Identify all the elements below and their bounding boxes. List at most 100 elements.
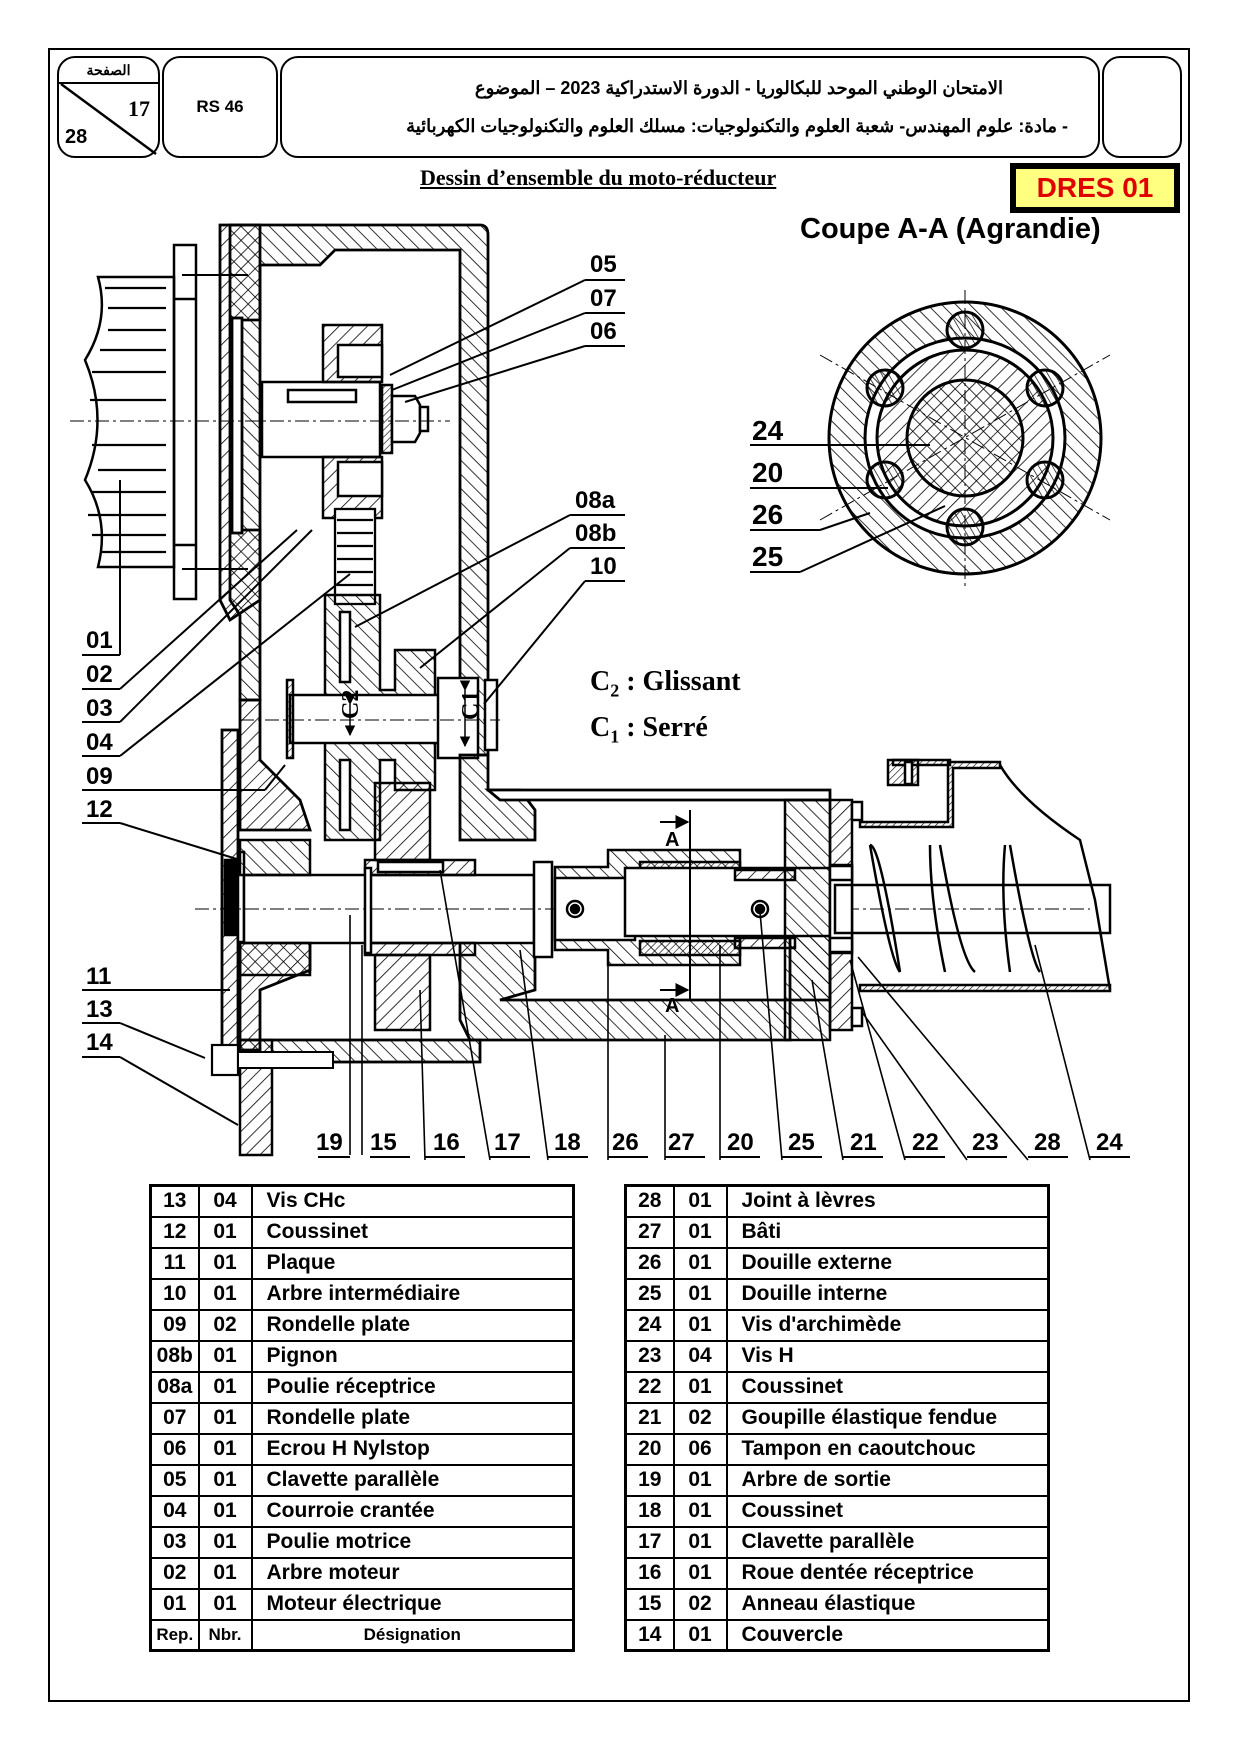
part-designation: Pignon <box>250 1339 575 1373</box>
page-total: 28 <box>65 126 88 148</box>
label-17: 17 <box>494 1129 521 1156</box>
label-15: 15 <box>370 1129 397 1156</box>
section-view-title: Coupe A-A (Agrandie) <box>800 213 1101 245</box>
label-05: 05 <box>590 251 617 278</box>
exam-code: RS 46 <box>196 97 244 116</box>
section-view-aa <box>819 290 1111 590</box>
section-label-25: 25 <box>752 541 783 572</box>
label-09: 09 <box>86 763 113 790</box>
part-designation: Moteur électrique <box>250 1587 575 1621</box>
end-housing <box>783 798 864 1042</box>
label-27: 27 <box>668 1129 695 1156</box>
part-designation: Anneau élastique <box>725 1587 1050 1621</box>
fit-subscript: 2 <box>610 680 620 701</box>
part-qty: 01 <box>197 1432 253 1466</box>
page-divider <box>60 82 157 156</box>
part-designation: Joint à lèvres <box>725 1184 1050 1218</box>
part-rep: 15 <box>624 1587 675 1621</box>
part-designation: Arbre moteur <box>250 1556 575 1590</box>
part-qty: 01 <box>197 1525 253 1559</box>
part-qty: 04 <box>672 1339 728 1373</box>
part-qty: 02 <box>672 1401 728 1435</box>
part-rep: 08a <box>149 1370 200 1404</box>
part-designation: Vis CHc <box>250 1184 575 1218</box>
part-qty: 01 <box>197 1463 253 1497</box>
exam-title-box: الامتحان الوطني الموحد للبكالوريا - الدو… <box>280 56 1100 158</box>
document-badge: DRES 01 <box>1010 163 1180 213</box>
part-designation: Douille interne <box>725 1277 1050 1311</box>
top-right-leaders <box>354 279 625 705</box>
part-qty: 01 <box>672 1370 728 1404</box>
part-designation: Vis d'archimède <box>725 1308 1050 1342</box>
page-current: 17 <box>128 96 150 121</box>
part-qty: 01 <box>672 1308 728 1342</box>
page-number-box: الصفحة 17 28 <box>57 56 160 158</box>
label-21: 21 <box>850 1129 877 1156</box>
section-label-24: 24 <box>752 415 784 446</box>
fit-description: : Glissant <box>626 666 741 697</box>
dimension-c2: C2 <box>338 690 364 719</box>
part-qty: 01 <box>672 1215 728 1249</box>
part-qty: 02 <box>197 1308 253 1342</box>
blank-box <box>1102 56 1182 158</box>
label-14: 14 <box>86 1029 113 1056</box>
section-marker-bottom-label: A <box>665 995 679 1017</box>
archimedes-screw <box>833 758 1112 993</box>
part-rep: 16 <box>624 1556 675 1590</box>
label-28: 28 <box>1034 1129 1061 1156</box>
part-rep: 07 <box>149 1401 200 1435</box>
socket-screw-head <box>210 1043 240 1077</box>
part-qty: 01 <box>672 1525 728 1559</box>
label-10: 10 <box>590 553 617 580</box>
part-designation: Coussinet <box>725 1494 1050 1528</box>
label-11: 11 <box>86 963 111 990</box>
label-23: 23 <box>972 1129 999 1156</box>
exam-code-box: RS 46 <box>162 56 278 158</box>
part-designation: Vis H <box>725 1339 1050 1373</box>
table-header-row: Rep.Nbr.Désignation <box>149 1618 575 1652</box>
part-designation: Tampon en caoutchouc <box>725 1432 1050 1466</box>
part-rep: 10 <box>149 1277 200 1311</box>
part-designation: Rondelle plate <box>250 1308 575 1342</box>
part-designation: Poulie réceptrice <box>250 1370 575 1404</box>
page-frame <box>48 48 1190 1702</box>
label-03: 03 <box>86 695 113 722</box>
label-26: 26 <box>612 1129 639 1156</box>
part-rep: 11 <box>149 1246 200 1280</box>
label-12: 12 <box>86 796 113 823</box>
part-designation: Courroie crantée <box>250 1494 575 1528</box>
part-qty: 01 <box>197 1370 253 1404</box>
part-rep: 24 <box>624 1308 675 1342</box>
document-badge-label: DRES 01 <box>1015 168 1175 208</box>
fit-subscript: 1 <box>610 726 620 747</box>
drawing-title: Dessin d’ensemble du moto-réducteur <box>420 165 777 190</box>
socket-screw-shank <box>237 1051 334 1069</box>
part-rep: 19 <box>624 1463 675 1497</box>
part-qty: 01 <box>197 1215 253 1249</box>
label-22: 22 <box>912 1129 939 1156</box>
part-rep: 18 <box>624 1494 675 1528</box>
part-designation: Roue dentée réceptrice <box>725 1556 1050 1590</box>
part-qty: 01 <box>672 1494 728 1528</box>
part-qty: 01 <box>197 1246 253 1280</box>
label-20: 20 <box>727 1129 754 1156</box>
label-25: 25 <box>788 1129 815 1156</box>
label-02: 02 <box>86 661 113 688</box>
part-designation: Arbre intermédiaire <box>250 1277 575 1311</box>
